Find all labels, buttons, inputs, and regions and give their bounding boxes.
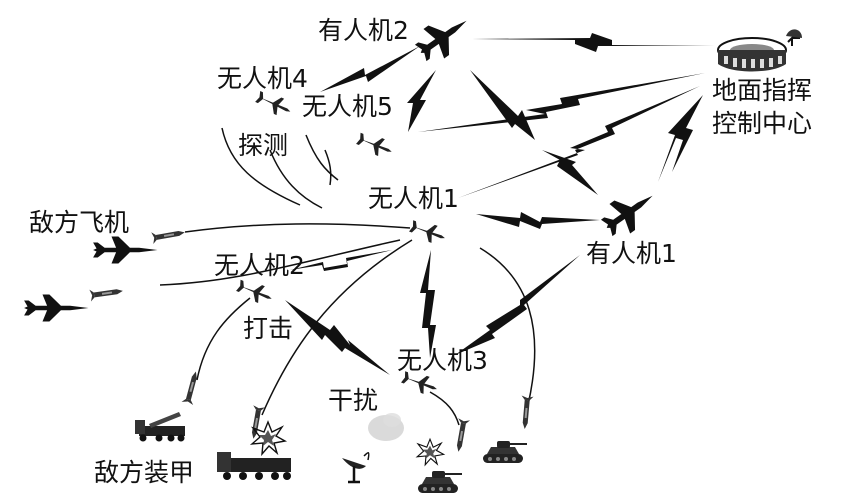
- link-uav1-manned1: [476, 212, 600, 229]
- jamming-haze: [368, 413, 404, 441]
- label-uav-1: 无人机1: [368, 184, 459, 213]
- air-missile-1-icon: [151, 226, 186, 245]
- tank-1-icon: [418, 471, 462, 493]
- label-ground-line-2: 控制中心: [712, 109, 813, 138]
- link-uav1-uav3: [420, 250, 436, 358]
- label-strike: 打击: [243, 314, 294, 343]
- enemy-aircraft-1-jet-icon: [93, 236, 158, 264]
- strike-track-3: [479, 247, 536, 406]
- label-uav-2: 无人机2: [214, 251, 305, 280]
- strike-track-2: [261, 239, 413, 416]
- ground-missile-4-icon: [518, 395, 534, 430]
- link-uav3-manned1: [455, 255, 580, 355]
- detect-arc-1: [221, 127, 301, 206]
- manned-aircraft-1-jet-icon: [596, 181, 663, 243]
- label-uav-5: 无人机5: [302, 92, 393, 121]
- link-manned2-manned1-a: [470, 70, 535, 140]
- link-manned2-uav4: [320, 46, 420, 92]
- enemy-air-track-2: [159, 239, 401, 286]
- track-curves: [159, 127, 536, 426]
- missile-launcher-truck-icon: [135, 412, 185, 442]
- uav-2-drone-icon: [234, 276, 276, 308]
- label-uav-3: 无人机3: [397, 346, 488, 375]
- label-detect: 探测: [238, 131, 289, 160]
- detect-arc-2: [269, 149, 323, 209]
- detect-arc-4: [324, 149, 332, 186]
- explosion-2-icon: [416, 438, 445, 466]
- enemy-aircraft-2-jet-icon: [24, 294, 89, 322]
- enemy-air-track-1: [184, 223, 411, 233]
- link-uav1-uav2: [290, 250, 392, 271]
- jam-track-1: [429, 391, 460, 426]
- link-ground-uav5: [418, 73, 705, 132]
- datalink-bolts: [285, 33, 715, 375]
- link-uav2-uav3: [285, 300, 390, 375]
- link-manned2-uav5: [407, 70, 436, 132]
- air-missile-2-icon: [89, 284, 124, 302]
- detect-arc-3: [305, 134, 339, 181]
- label-manned-aircraft-2: 有人机2: [318, 16, 409, 45]
- tank-2-icon: [483, 441, 527, 463]
- label-enemy-armor: 敌方装甲: [94, 458, 195, 487]
- ground-missile-2-icon: [247, 405, 266, 440]
- uav-1-drone-icon: [408, 217, 448, 247]
- manned-aircraft-2-jet-icon: [410, 6, 477, 68]
- radar-dish-icon: [342, 452, 370, 484]
- label-ground-line-1: 地面指挥: [712, 76, 813, 105]
- link-manned2-ground: [472, 33, 715, 52]
- label-uav-4: 无人机4: [217, 64, 308, 93]
- strike-track-1: [196, 297, 251, 381]
- label-jam: 干扰: [328, 386, 379, 415]
- uav-5-drone-icon: [354, 129, 396, 161]
- armored-launcher-vehicle-icon: [217, 452, 291, 480]
- link-ground-manned1: [658, 95, 703, 182]
- link-ground-uav1: [458, 86, 700, 198]
- link-manned2-manned1-b: [542, 150, 598, 195]
- ground-command-center-icon: [717, 29, 802, 72]
- label-enemy-aircraft: 敌方飞机: [29, 208, 130, 237]
- label-ground-command-center: 地面指挥 控制中心: [712, 74, 812, 140]
- ground-missile-3-icon: [452, 418, 471, 453]
- label-manned-aircraft-1: 有人机1: [586, 239, 677, 268]
